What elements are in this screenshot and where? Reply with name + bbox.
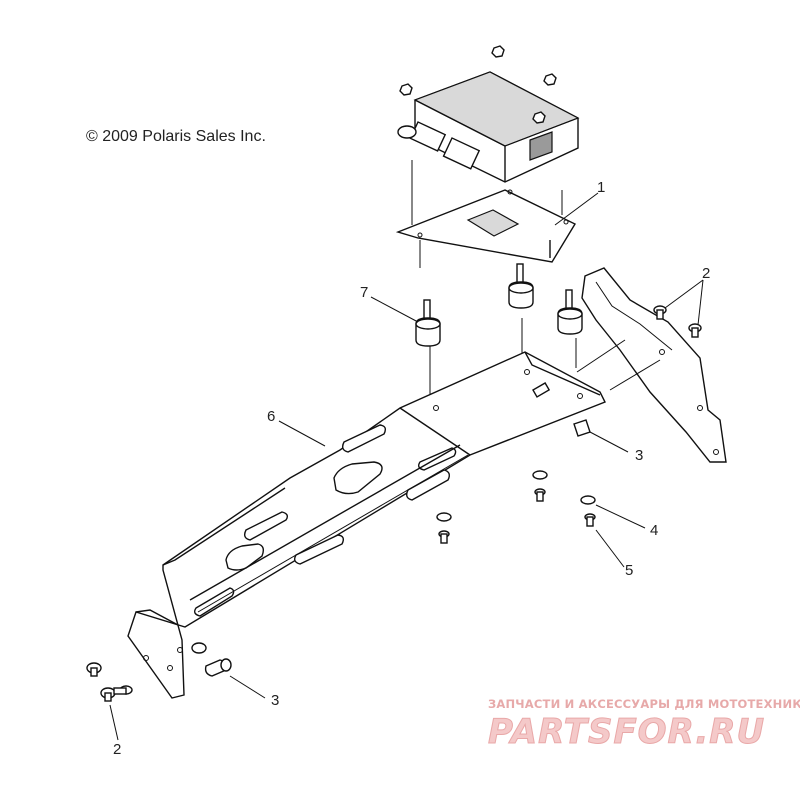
rubber-grommets [415,263,583,347]
spacers [191,419,591,677]
callout-labels: 1 2 7 6 3 4 5 3 2 [113,179,710,758]
guide-lines [411,160,577,402]
main-tray [127,351,606,699]
callout-3-right: 3 [635,447,643,464]
copyright-notice: © 2009 Polaris Sales Inc. [86,128,266,145]
callout-4: 4 [650,522,658,539]
callout-3-left: 3 [271,692,279,709]
callout-6: 6 [267,408,275,425]
washers-and-screws [436,470,596,544]
callout-1: 1 [597,179,605,196]
bracket-bolts [653,305,702,338]
callout-7: 7 [360,284,368,301]
callout-5: 5 [625,562,633,579]
bottom-left-bolts [86,662,133,702]
ecu-nuts [399,45,557,124]
watermark-logo: PARTSFOR.RU [487,712,766,753]
side-bracket [576,267,727,463]
leader-lines [109,192,704,741]
ecu-module [397,71,580,183]
callout-2-left: 2 [113,741,121,758]
watermark-tagline: ЗАПЧАСТИ И АКСЕССУАРЫ ДЛЯ МОТОТЕХНИКИ [488,697,800,711]
callout-2-right: 2 [702,265,710,282]
mounting-plate [395,189,576,263]
